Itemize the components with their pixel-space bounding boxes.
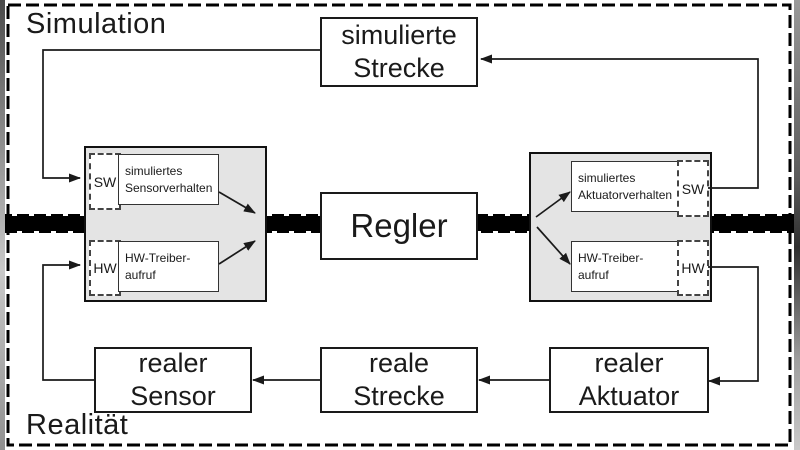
box-regler: Regler <box>320 192 478 260</box>
box-simuliertes-aktuatorverhalten: simuliertes Aktuatorverhalten <box>571 161 683 212</box>
sensor-sw-tag: SW <box>93 173 117 190</box>
region-label-realitaet: Realität <box>26 409 129 441</box>
box-hw-treiberaufruf-sensor: HW-Treiber- aufruf <box>118 241 219 292</box>
image-edge-right <box>794 0 800 450</box>
box-realer-sensor: realer Sensor <box>94 347 252 413</box>
arrow-hw-sensor-converge <box>218 240 256 265</box>
sensor-hw-zone: HW <box>89 240 121 296</box>
block-sensor-adapter: SW simuliertes Sensorverhalten HW HW-Tre… <box>84 146 267 302</box>
box-hw-treiberaufruf-aktuator: HW-Treiber- aufruf <box>571 241 683 292</box>
box-reale-strecke: reale Strecke <box>320 347 478 413</box>
aktuator-hw-tag: HW <box>681 260 705 276</box>
box-simulierte-strecke: simulierte Strecke <box>320 17 478 87</box>
region-label-simulation: Simulation <box>26 8 167 40</box>
arrow-sensor-to-hw-treiber <box>42 260 94 381</box>
arrow-diverge-to-sw-aktuator <box>535 191 571 218</box>
arrow-simstrecke-to-sw-sensor <box>42 49 320 183</box>
arrow-diverge-to-hw-treiber <box>536 226 571 265</box>
arrow-hw-to-realer-aktuator <box>708 266 759 386</box>
arrow-sw-aktuator-to-simstrecke <box>480 54 759 189</box>
aktuator-hw-zone: HW <box>677 240 709 296</box>
dashed-frame <box>6 3 792 447</box>
image-edge-left <box>0 0 5 450</box>
arrow-sw-sensor-converge <box>218 191 256 214</box>
aktuator-sw-zone: SW <box>677 160 709 217</box>
aktuator-sw-tag: SW <box>681 180 705 197</box>
sensor-hw-tag: HW <box>93 260 117 276</box>
box-simuliertes-sensorverhalten: simuliertes Sensorverhalten <box>118 154 219 205</box>
box-realer-aktuator: realer Aktuator <box>549 347 709 413</box>
block-aktuator-adapter: simuliertes Aktuatorverhalten SW HW-Trei… <box>529 152 712 302</box>
